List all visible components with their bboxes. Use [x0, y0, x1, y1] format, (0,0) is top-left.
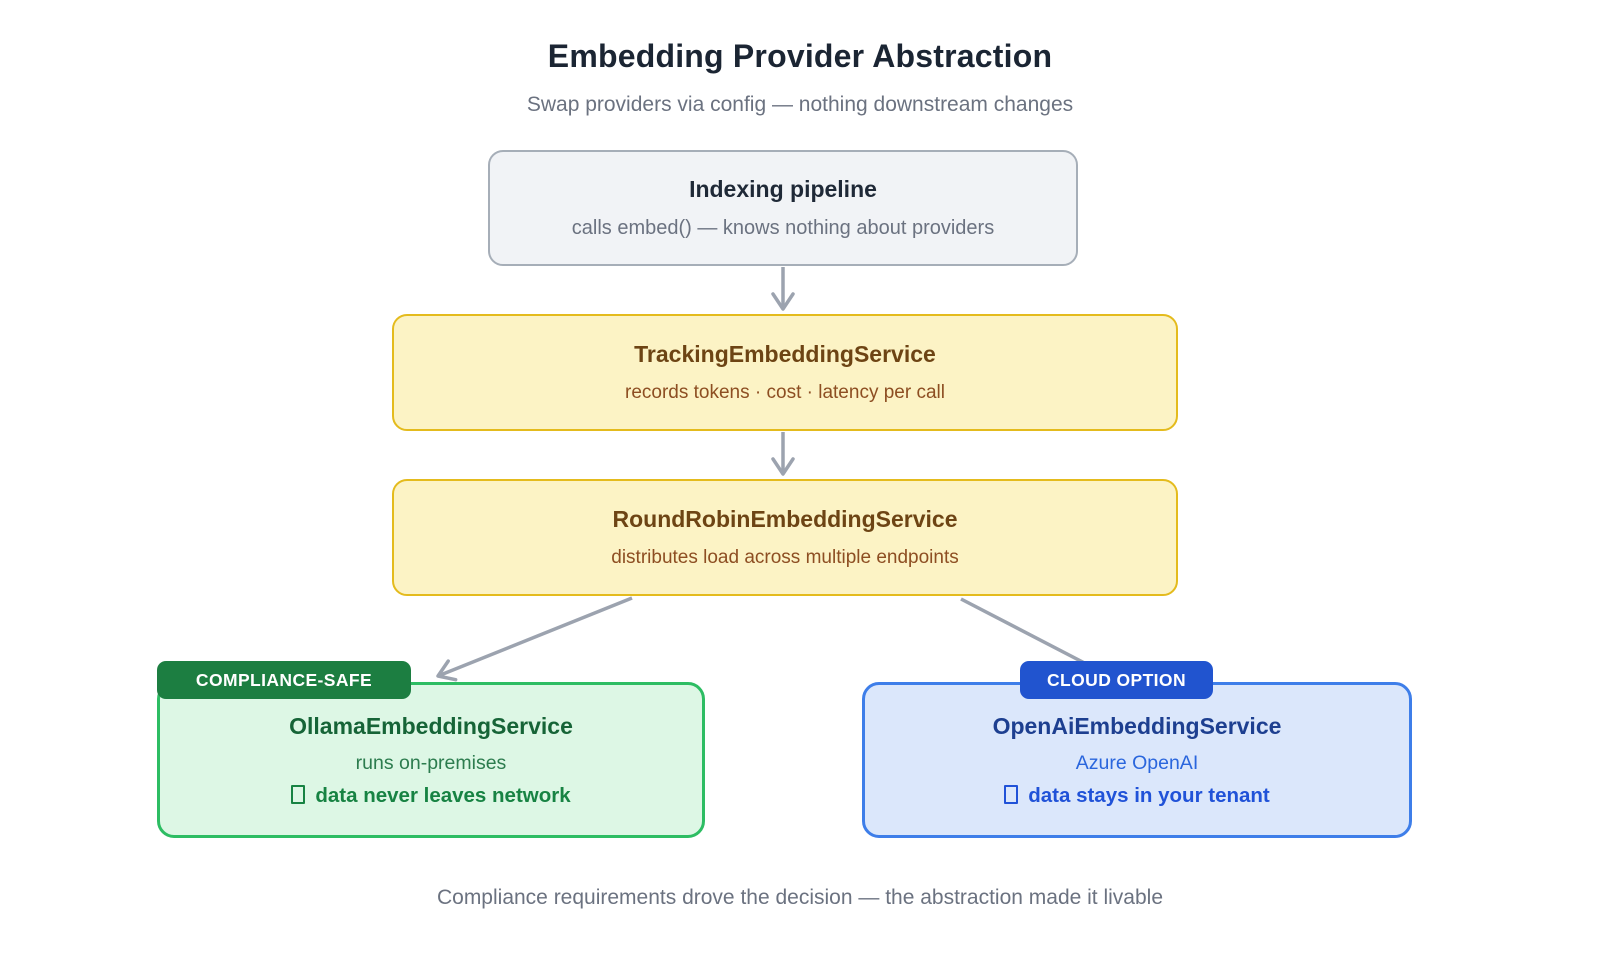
node-indexing-pipeline: Indexing pipeline calls embed() — knows … — [488, 150, 1078, 266]
node-ollama-highlight-text: data never leaves network — [315, 783, 571, 807]
node-roundrobin-title: RoundRobinEmbeddingService — [612, 506, 958, 532]
node-openai-subtitle: Azure OpenAI — [1075, 751, 1199, 774]
cloud-option-badge: CLOUD OPTION — [1020, 661, 1213, 699]
node-roundrobin-subtitle: distributes load across multiple endpoin… — [611, 547, 959, 568]
node-indexing-title: Indexing pipeline — [689, 176, 877, 202]
node-tracking-title: TrackingEmbeddingService — [634, 341, 936, 367]
node-openai-service: OpenAiEmbeddingService Azure OpenAI data… — [862, 682, 1412, 838]
node-ollama-title: OllamaEmbeddingService — [289, 712, 573, 739]
node-ollama-service: OllamaEmbeddingService runs on-premises … — [157, 682, 705, 838]
diagram-subtitle: Swap providers via config — nothing down… — [526, 93, 1074, 116]
lock-icon — [1004, 784, 1019, 804]
lock-icon — [291, 784, 306, 804]
compliance-safe-badge: COMPLIANCE-SAFE — [157, 661, 411, 699]
node-ollama-highlight: data never leaves network — [291, 783, 571, 808]
node-indexing-subtitle: calls embed() — knows nothing about prov… — [571, 217, 995, 239]
node-openai-highlight-text: data stays in your tenant — [1028, 783, 1270, 807]
node-tracking-service: TrackingEmbeddingService records tokens … — [392, 314, 1178, 431]
arrow-roundrobin-to-ollama — [436, 596, 633, 682]
node-tracking-subtitle: records tokens · cost · latency per call — [625, 382, 945, 403]
node-openai-highlight: data stays in your tenant — [1004, 784, 1270, 808]
node-roundrobin-service: RoundRobinEmbeddingService distributes l… — [392, 479, 1178, 596]
node-openai-title: OpenAiEmbeddingService — [992, 712, 1282, 739]
diagram-footer: Compliance requirements drove the decisi… — [436, 886, 1164, 909]
diagram-title: Embedding Provider Abstraction — [547, 38, 1053, 74]
node-ollama-subtitle: runs on-premises — [355, 751, 507, 774]
